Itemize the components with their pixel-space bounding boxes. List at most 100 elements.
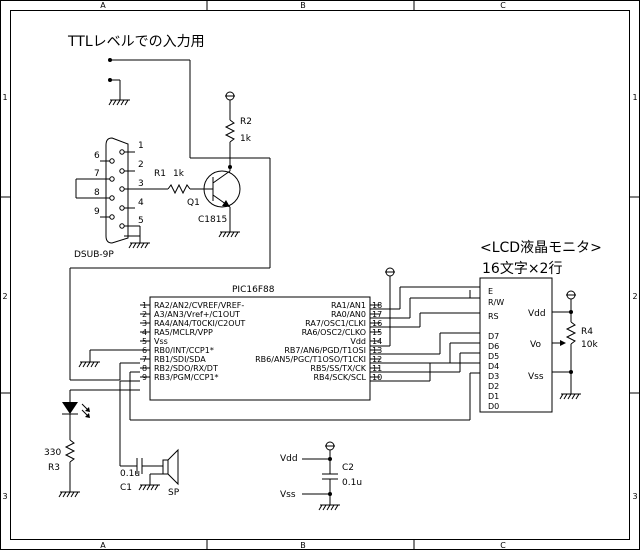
pic-pin-number: 2 — [142, 310, 147, 319]
row-label-2-right: 2 — [632, 292, 637, 301]
col-label-b-bottom: B — [300, 541, 306, 550]
pic-pin-name: RB4/SCK/SCL — [313, 373, 366, 382]
pic-pin-number: 8 — [142, 364, 147, 373]
ground-symbol — [78, 361, 100, 368]
pic-pin-name: Vss — [154, 337, 168, 346]
pic-pin-number: 11 — [372, 364, 382, 373]
ground-symbol — [128, 242, 150, 249]
r3-ref: R3 — [48, 463, 60, 473]
dsub-pin-7: 7 — [94, 169, 100, 179]
ttl-input-title: TTLレベルでの入力用 — [67, 34, 205, 50]
resistor-r1 — [135, 183, 205, 195]
ground-symbol — [138, 484, 160, 491]
pic-pin-number: 14 — [372, 337, 382, 346]
r2-ref: R2 — [240, 117, 252, 127]
supply-terminal — [302, 441, 335, 474]
lcd-pin-name: D7 — [488, 332, 499, 341]
resistor-r4 — [552, 321, 577, 394]
c1-value: 0.1u — [120, 469, 140, 479]
pic-pin-number: 5 — [142, 337, 147, 346]
led-indicator — [62, 389, 140, 440]
pic-pin-number: 6 — [142, 346, 147, 355]
lcd-control-wires — [370, 286, 480, 328]
dsub-pin-2: 2 — [138, 160, 144, 170]
col-label-a-bottom: A — [100, 541, 106, 550]
pic-pin-name: RB3/PGM/CCP1* — [154, 373, 219, 382]
ttl-input-terminal — [108, 58, 191, 158]
c2-vss-label: Vss — [280, 490, 296, 500]
ground-symbol — [559, 393, 581, 400]
pic-pin-number: 16 — [372, 319, 382, 328]
q1-ref: Q1 — [187, 198, 200, 208]
r2-value: 1k — [240, 134, 252, 144]
pic-right-pins: 18RA1/AN117RA0/AN016RA7/OSC1/CLKI15RA6/O… — [255, 301, 382, 382]
lcd-pin-name: D3 — [488, 372, 499, 381]
dsub-pin-5: 5 — [138, 216, 144, 226]
pic-pin-name: RA5/MCLR/VPP — [154, 328, 213, 337]
pic-pin-number: 13 — [372, 346, 382, 355]
lcd-subtitle: 16文字×2行 — [482, 261, 562, 277]
lcd-pin-name: D1 — [488, 392, 499, 401]
pic-pin-number: 4 — [142, 328, 147, 337]
q1-part: C1815 — [198, 215, 227, 225]
dsub-pin-6: 6 — [94, 151, 100, 161]
lcd-pin-name: RS — [488, 312, 499, 321]
dsub-pin-4: 4 — [138, 198, 144, 208]
pic-pin-number: 3 — [142, 319, 147, 328]
row-label-3-right: 3 — [632, 492, 637, 501]
pic-pin-name: RA7/OSC1/CLKI — [305, 319, 366, 328]
pic-pin-name: RB2/SDO/RX/DT — [154, 364, 218, 373]
resistor-r3 — [64, 439, 76, 492]
col-label-a-top: A — [100, 1, 106, 10]
pic-pin-name: RA6/OSC2/CLKO — [302, 328, 366, 337]
speaker — [149, 448, 179, 486]
lcd-pin-vdd: Vdd — [528, 309, 546, 319]
col-label-c-bottom: C — [500, 541, 506, 550]
supply-terminal — [552, 290, 576, 322]
lcd-pin-name: D6 — [488, 342, 499, 351]
supply-terminal — [370, 267, 395, 347]
c1-ref: C1 — [120, 483, 132, 493]
pic-pin-number: 1 — [142, 301, 147, 310]
pic-pin-number: 18 — [372, 301, 382, 310]
rx-signal-wire — [69, 157, 271, 381]
dsub-label: DSUB-9P — [74, 250, 114, 260]
row-label-1-right: 1 — [632, 93, 637, 102]
lcd-title: <LCD液晶モニタ> — [480, 240, 602, 256]
r1-value: 1k — [173, 169, 185, 179]
row-label-3-left: 3 — [2, 492, 7, 501]
dsub-pin-1: 1 — [138, 141, 144, 151]
pic-pin-name: RB1/SDI/SDA — [154, 355, 206, 364]
pic-pin-name: RA1/AN1 — [331, 301, 366, 310]
pic-pin-name: Vdd — [350, 337, 366, 346]
lcd-pin-name: D5 — [488, 352, 499, 361]
col-label-c-top: C — [500, 1, 506, 10]
pic-pin-name: RA4/AN4/T0CKI/C2OUT — [154, 319, 245, 328]
pic-pin-name: RA0/AN0 — [331, 310, 366, 319]
dsub-pin-3: 3 — [138, 179, 144, 189]
c2-value: 0.1u — [342, 478, 362, 488]
lcd-pin-name: E — [488, 287, 493, 296]
ground-symbol — [108, 99, 130, 106]
pic-pin-number: 12 — [372, 355, 382, 364]
r1-ref: R1 — [154, 169, 166, 179]
speaker-ref: SP — [168, 488, 180, 498]
col-label-b-top: B — [300, 1, 306, 10]
pic-pin-number: 10 — [372, 373, 382, 382]
pic-pin-name: RB7/AN6/PGD/T1OSI — [284, 346, 366, 355]
lcd-rw-ground-wire — [469, 290, 480, 299]
row-label-2-left: 2 — [2, 292, 7, 301]
pic-part-label: PIC16F88 — [232, 285, 275, 295]
ground-symbol — [218, 228, 240, 238]
row-label-1-left: 1 — [2, 93, 7, 102]
pic-vss-wire — [89, 349, 140, 362]
dsub-pin-9: 9 — [94, 207, 100, 217]
r4-ref: R4 — [581, 327, 593, 337]
c2-vdd-label: Vdd — [280, 454, 298, 464]
capacitor-c1 — [119, 380, 163, 474]
pic-pin-name: A3/AN3/Vref+/C1OUT — [154, 310, 240, 319]
pic-pin-number: 15 — [372, 328, 382, 337]
pic-pin-name: RA2/AN2/CVREF/VREF- — [154, 301, 244, 310]
